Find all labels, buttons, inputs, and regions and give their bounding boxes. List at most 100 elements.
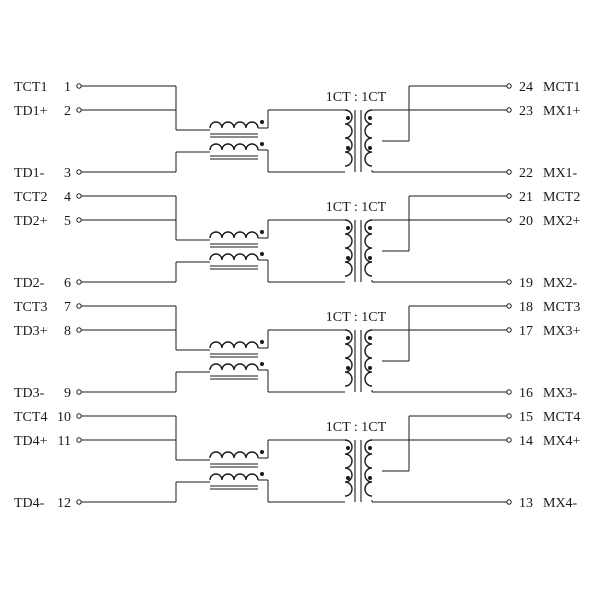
right-pin-number: 16 (519, 386, 533, 401)
right-pin-name: MX1+ (543, 104, 581, 119)
left-pin-name: TD4- (14, 496, 45, 511)
polarity-dot (260, 120, 264, 124)
right-pin-terminal (506, 169, 512, 175)
polarity-dot (346, 116, 350, 120)
polarity-dot (346, 366, 350, 370)
left-pin-terminal (76, 327, 82, 333)
primary-winding (344, 219, 353, 277)
left-pin-number: 10 (57, 410, 71, 425)
right-pin-number: 17 (519, 324, 533, 339)
left-pin-terminal (76, 279, 82, 285)
left-pin-number: 7 (64, 300, 71, 315)
right-pin-terminal (506, 279, 512, 285)
left-pin-name: TD1+ (14, 104, 48, 119)
choke-winding (209, 451, 259, 459)
left-pin-number: 9 (64, 386, 71, 401)
right-pin-number: 20 (519, 214, 533, 229)
choke-winding (209, 341, 259, 349)
turns-ratio-label: 1CT : 1CT (326, 200, 387, 215)
left-pin-name: TD3- (14, 386, 45, 401)
secondary-winding (364, 109, 373, 167)
left-pin-number: 12 (57, 496, 71, 511)
right-pin-name: MCT4 (543, 410, 580, 425)
left-pin-number: 4 (64, 190, 71, 205)
left-pin-terminal (76, 83, 82, 89)
polarity-dot (346, 476, 350, 480)
left-pin-name: TD2+ (14, 214, 48, 229)
right-pin-name: MCT1 (543, 80, 580, 95)
left-pin-terminal (76, 389, 82, 395)
right-pin-name: MX4+ (543, 434, 581, 449)
right-pin-number: 15 (519, 410, 533, 425)
left-pin-terminal (76, 499, 82, 505)
choke-winding (209, 473, 259, 481)
right-pin-name: MX2+ (543, 214, 581, 229)
right-pin-number: 18 (519, 300, 533, 315)
polarity-dot (368, 476, 372, 480)
right-pin-number: 21 (519, 190, 533, 205)
polarity-dot (368, 446, 372, 450)
left-pin-number: 6 (64, 276, 71, 291)
primary-winding (344, 439, 353, 497)
primary-winding (344, 329, 353, 387)
left-pin-name: TCT1 (14, 80, 47, 95)
left-pin-terminal (76, 217, 82, 223)
right-pin-terminal (506, 83, 512, 89)
polarity-dot (346, 226, 350, 230)
choke-winding (209, 143, 259, 151)
turns-ratio-label: 1CT : 1CT (326, 310, 387, 325)
right-pin-terminal (506, 327, 512, 333)
left-pin-terminal (76, 107, 82, 113)
polarity-dot (368, 226, 372, 230)
left-pin-name: TD4+ (14, 434, 48, 449)
polarity-dot (368, 146, 372, 150)
right-pin-terminal (506, 193, 512, 199)
left-pin-name: TD1- (14, 166, 45, 181)
left-pin-number: 11 (58, 434, 71, 449)
left-pin-name: TCT3 (14, 300, 47, 315)
polarity-dot (368, 116, 372, 120)
polarity-dot (260, 472, 264, 476)
polarity-dot (260, 340, 264, 344)
left-pin-name: TCT4 (14, 410, 47, 425)
right-pin-number: 23 (519, 104, 533, 119)
polarity-dot (346, 336, 350, 340)
polarity-dot (346, 446, 350, 450)
right-pin-name: MX1- (543, 166, 578, 181)
right-pin-terminal (506, 413, 512, 419)
polarity-dot (346, 146, 350, 150)
left-pin-terminal (76, 437, 82, 443)
secondary-winding (364, 439, 373, 497)
right-pin-terminal (506, 217, 512, 223)
left-pin-number: 5 (64, 214, 71, 229)
left-pin-name: TCT2 (14, 190, 47, 205)
left-pin-name: TD3+ (14, 324, 48, 339)
choke-winding (209, 121, 259, 129)
right-pin-name: MCT2 (543, 190, 580, 205)
right-pin-terminal (506, 437, 512, 443)
right-pin-number: 22 (519, 166, 533, 181)
right-pin-number: 14 (519, 434, 533, 449)
polarity-dot (260, 230, 264, 234)
polarity-dot (368, 336, 372, 340)
secondary-winding (364, 329, 373, 387)
choke-winding (209, 231, 259, 239)
left-pin-terminal (76, 193, 82, 199)
left-pin-number: 3 (64, 166, 71, 181)
right-pin-terminal (506, 107, 512, 113)
choke-winding (209, 363, 259, 371)
left-pin-number: 1 (64, 80, 71, 95)
polarity-dot (260, 362, 264, 366)
right-pin-number: 24 (519, 80, 533, 95)
right-pin-terminal (506, 499, 512, 505)
turns-ratio-label: 1CT : 1CT (326, 420, 387, 435)
right-pin-number: 13 (519, 496, 533, 511)
polarity-dot (260, 142, 264, 146)
left-pin-number: 2 (64, 104, 71, 119)
left-pin-number: 8 (64, 324, 71, 339)
